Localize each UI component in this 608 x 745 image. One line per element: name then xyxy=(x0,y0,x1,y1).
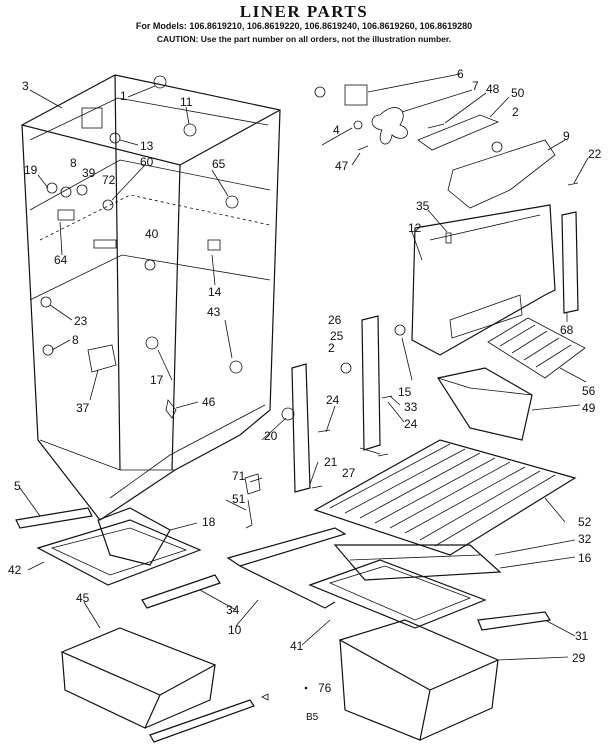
callout-47: 47 xyxy=(335,159,349,173)
callout-56: 56 xyxy=(582,384,596,398)
shelf-rails xyxy=(281,315,406,493)
leader-lines xyxy=(19,73,589,661)
callout-20: 20 xyxy=(264,429,278,443)
callout-31: 31 xyxy=(575,629,589,643)
callout-15: 15 xyxy=(398,385,412,399)
callout-21: 21 xyxy=(324,455,338,469)
page-code: B5 xyxy=(306,712,319,723)
bin-49 xyxy=(437,367,533,441)
callout-labels: 3 1 11 13 19 8 39 72 60 65 40 64 14 23 4… xyxy=(8,67,602,723)
callout-49: 49 xyxy=(582,401,596,415)
callout-60: 60 xyxy=(140,155,154,169)
shelf-frame-34 xyxy=(226,527,347,609)
callout-16: 16 xyxy=(578,551,592,565)
drawer-45 xyxy=(60,627,255,743)
liner-small-parts xyxy=(40,75,243,419)
callout-5: 5 xyxy=(14,479,21,493)
callout-9: 9 xyxy=(563,129,570,143)
callout-64: 64 xyxy=(54,253,68,267)
callout-27: 27 xyxy=(342,466,356,480)
callout-42: 42 xyxy=(8,563,22,577)
crisper-tray-41 xyxy=(308,559,487,629)
callout-11: 11 xyxy=(180,95,193,109)
callout-25: 25 xyxy=(330,329,344,343)
callout-50: 50 xyxy=(511,86,525,100)
callout-41: 41 xyxy=(290,639,304,653)
callout-71: 71 xyxy=(232,469,246,483)
callout-29: 29 xyxy=(572,651,586,665)
callout-10: 10 xyxy=(228,623,242,637)
callout-48: 48 xyxy=(486,82,500,96)
part-76-dot xyxy=(304,686,308,690)
callout-34: 34 xyxy=(226,603,240,617)
wire-shelf xyxy=(313,439,577,556)
callout-65: 65 xyxy=(212,157,226,171)
callout-3: 3 xyxy=(22,79,29,93)
callout-1: 1 xyxy=(120,89,127,103)
callout-24a: 24 xyxy=(326,393,340,407)
callout-23: 23 xyxy=(74,314,88,328)
callout-8b: 8 xyxy=(72,333,79,347)
page-title: LINER PARTS xyxy=(239,2,369,21)
callout-12: 12 xyxy=(408,221,422,235)
callout-43: 43 xyxy=(207,305,221,319)
fan-assembly xyxy=(314,84,579,209)
callout-72: 72 xyxy=(102,173,116,187)
rear-panel xyxy=(411,204,579,356)
callout-32: 32 xyxy=(578,532,592,546)
callout-35: 35 xyxy=(416,199,430,213)
part-76-arrow xyxy=(261,693,269,701)
callout-14: 14 xyxy=(208,285,222,299)
callout-45: 45 xyxy=(76,591,90,605)
callout-68: 68 xyxy=(560,323,574,337)
callout-40: 40 xyxy=(145,227,159,241)
bracket-71-51 xyxy=(244,473,261,529)
models-line: For Models: 106.8619210, 106.8619220, 10… xyxy=(135,21,473,31)
callout-39: 39 xyxy=(82,166,96,180)
drawer-29 xyxy=(338,619,500,741)
callout-2b: 2 xyxy=(328,341,335,355)
callout-18: 18 xyxy=(202,515,216,529)
door-shelf-parts xyxy=(15,507,221,609)
callout-4: 4 xyxy=(333,123,340,137)
callout-37: 37 xyxy=(76,401,90,415)
rail-31 xyxy=(477,611,551,631)
callout-19: 19 xyxy=(24,163,38,177)
callout-76: 76 xyxy=(318,681,332,695)
callout-26: 26 xyxy=(328,313,342,327)
callout-46: 46 xyxy=(202,395,216,409)
callout-6: 6 xyxy=(457,67,464,81)
callout-33: 33 xyxy=(404,400,418,414)
callout-52: 52 xyxy=(578,515,592,529)
caution-line: CAUTION: Use the part number on all orde… xyxy=(156,34,452,44)
ice-tray xyxy=(487,317,586,379)
callout-8a: 8 xyxy=(70,156,77,170)
callout-13: 13 xyxy=(140,139,154,153)
callout-24b: 24 xyxy=(404,417,418,431)
callout-51: 51 xyxy=(232,492,246,506)
callout-2a: 2 xyxy=(512,105,519,119)
callout-7: 7 xyxy=(472,79,479,93)
callout-22: 22 xyxy=(588,147,602,161)
cabinet-liner xyxy=(21,74,281,521)
callout-17: 17 xyxy=(150,373,164,387)
